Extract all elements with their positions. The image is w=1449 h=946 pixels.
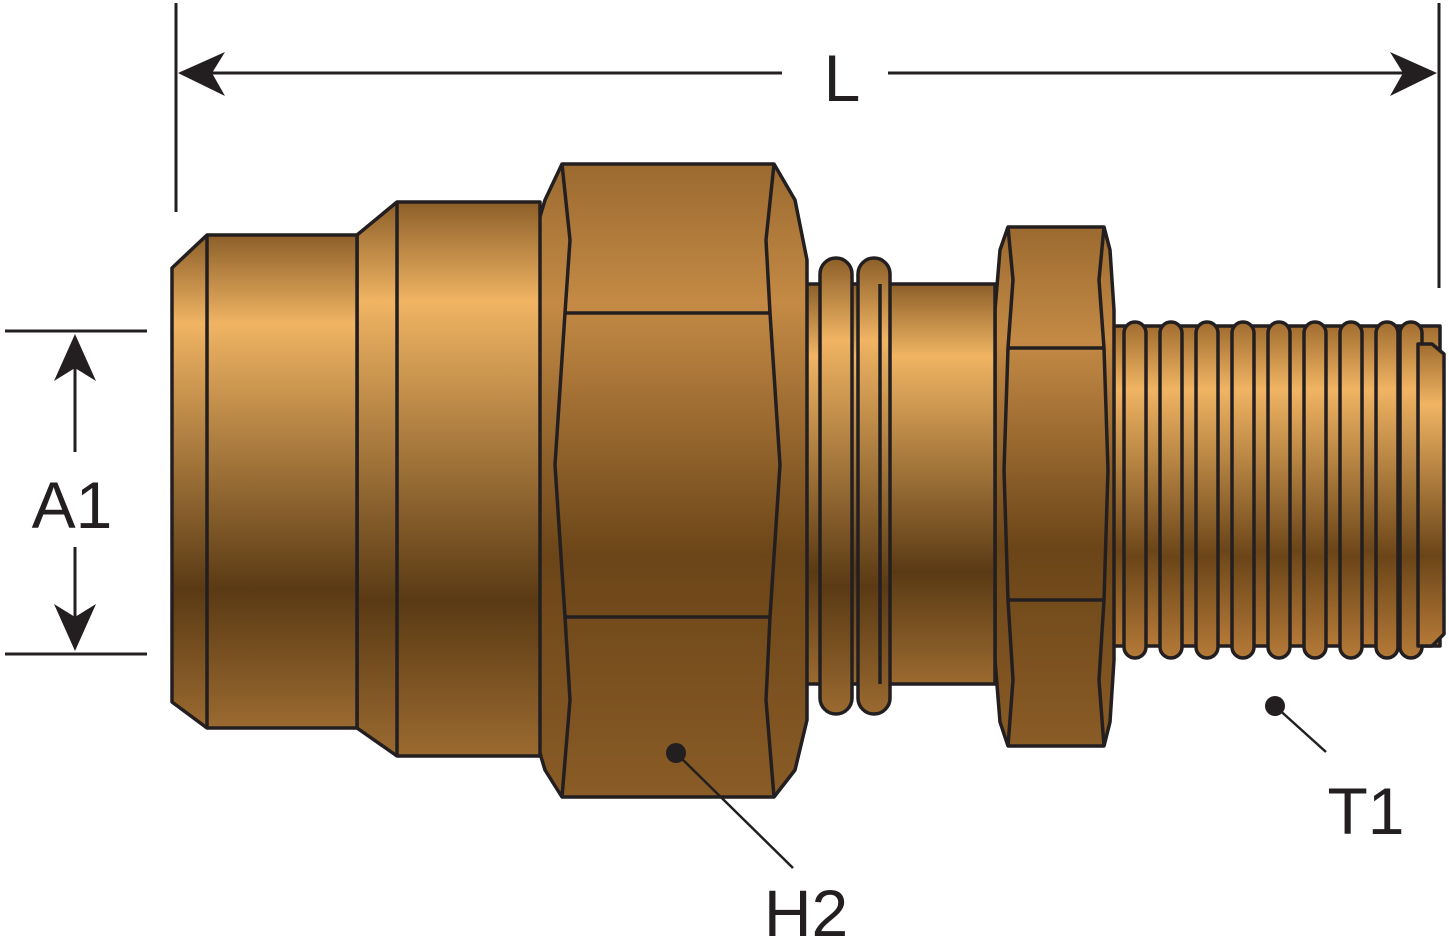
arrowhead-down-icon	[54, 604, 96, 651]
neck-with-ribs	[798, 256, 997, 716]
arrowhead-right-icon	[1390, 52, 1437, 96]
small-hex	[993, 225, 1116, 748]
large-hex-nut	[528, 162, 809, 799]
leader-line-t1	[1274, 705, 1327, 753]
label-h2: H2	[764, 876, 848, 946]
callout-t1	[1265, 696, 1327, 753]
tube-end	[170, 233, 359, 730]
body-collar	[355, 200, 542, 758]
dimension-a1	[5, 329, 147, 656]
arrowhead-left-icon	[178, 52, 225, 96]
label-a1: A1	[32, 468, 113, 542]
external-thread	[1108, 320, 1446, 660]
arrowhead-up-icon	[54, 334, 96, 381]
fitting-body	[170, 162, 1446, 799]
label-l: L	[824, 41, 861, 115]
label-t1: T1	[1327, 774, 1404, 848]
leader-line-h2	[675, 752, 794, 869]
callout-h2	[666, 743, 794, 869]
dimension-l	[174, 3, 1441, 288]
